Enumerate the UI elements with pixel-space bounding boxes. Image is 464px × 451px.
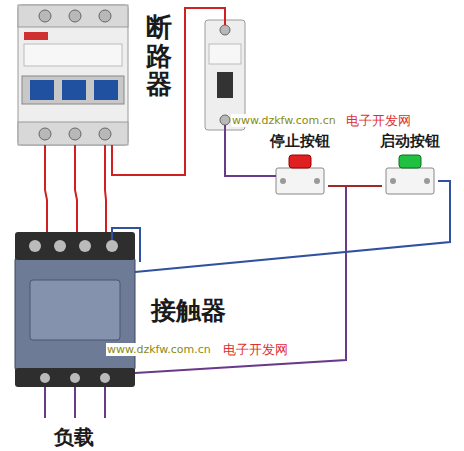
wire-connector <box>328 185 382 187</box>
stop-button <box>276 155 324 194</box>
button-label: 启动按钮 <box>380 132 440 151</box>
load-label: 负载 <box>53 424 95 451</box>
watermark: www.dzkfw.com.cn <box>106 343 212 356</box>
contactor-label: 接触器 <box>151 294 226 327</box>
breaker-body <box>18 5 128 145</box>
contactor-body <box>15 232 135 387</box>
start-button <box>386 155 434 194</box>
watermark: 电子开发网 <box>222 341 289 359</box>
breaker-label: 断路器 <box>146 13 172 99</box>
wire-connector <box>45 145 106 232</box>
start-button-node: 启动按钮 <box>382 152 438 197</box>
control-wire <box>225 125 276 176</box>
stop-button-node: 停止按钮 <box>272 152 328 197</box>
watermark: 电子开发网 <box>345 112 412 130</box>
load-wire <box>74 387 76 418</box>
supply-wire <box>112 8 225 175</box>
wire-connector <box>135 181 450 272</box>
watermark: www.dzkfw.com.cn <box>231 114 337 127</box>
aux-loop-wire <box>112 228 140 262</box>
breaker-node: 断路器 <box>18 5 128 145</box>
button-label: 停止按钮 <box>270 132 330 151</box>
load-wire <box>104 387 106 418</box>
contactor-node: 接触器 <box>15 232 135 387</box>
load-wire <box>44 387 46 418</box>
